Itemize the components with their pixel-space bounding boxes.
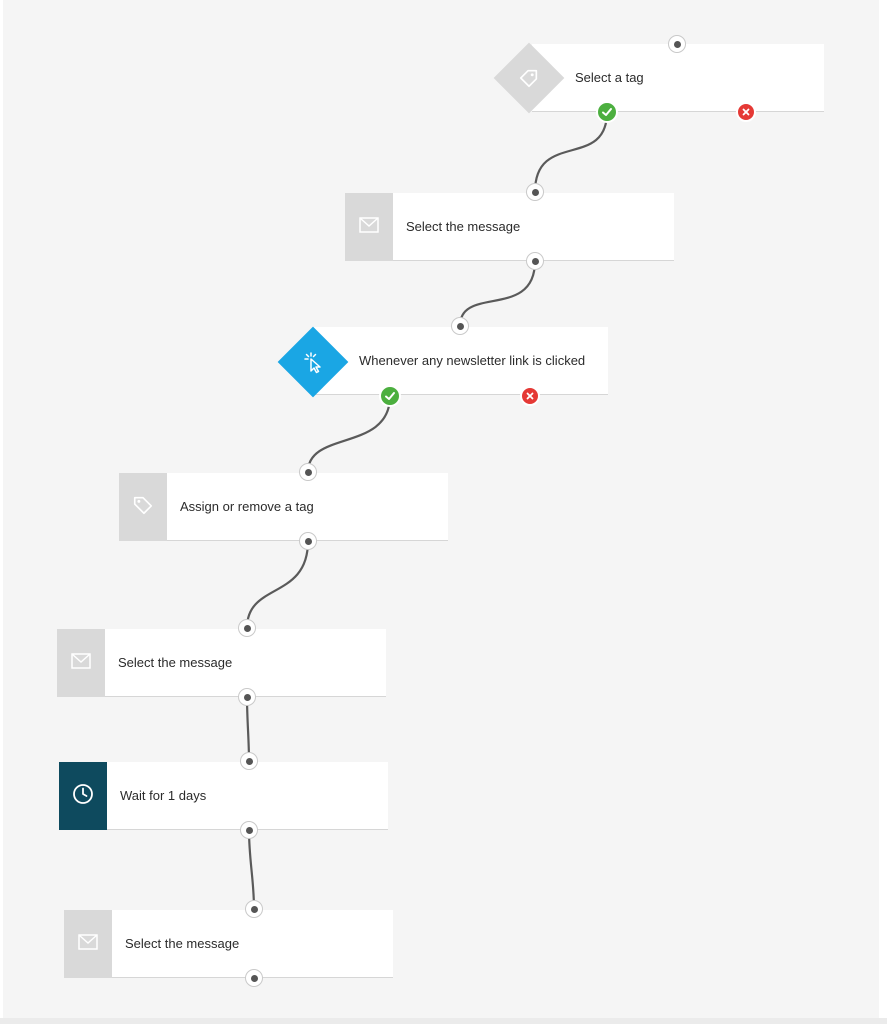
connector-4 [245, 540, 310, 629]
step-link-clicked[interactable]: Whenever any newsletter link is clicked [313, 327, 608, 395]
input-port[interactable] [245, 900, 263, 918]
step-select-tag[interactable]: Select a tag [532, 44, 824, 112]
output-port[interactable] [238, 688, 256, 706]
input-port[interactable] [668, 35, 686, 53]
no-branch-close-icon[interactable] [736, 102, 756, 122]
cursor-click-icon [301, 350, 325, 374]
step-icon-box [57, 629, 105, 697]
yes-branch-check-icon[interactable] [379, 385, 401, 407]
input-port[interactable] [238, 619, 256, 637]
frame-right-edge [879, 0, 887, 1024]
yes-branch-check-icon[interactable] [596, 101, 618, 123]
step-assign-tag[interactable]: Assign or remove a tag [119, 473, 448, 541]
connector-6 [247, 829, 256, 910]
connector-2 [458, 260, 537, 327]
tag-icon [518, 67, 540, 89]
step-link-clicked-badge [277, 326, 349, 398]
no-branch-close-icon[interactable] [520, 386, 540, 406]
step-label: Wait for 1 days [120, 788, 207, 803]
clock-icon [72, 783, 94, 810]
output-port[interactable] [526, 252, 544, 270]
frame-bottom-edge [0, 1018, 887, 1024]
step-label: Select the message [125, 936, 240, 951]
envelope-icon [71, 652, 91, 674]
input-port[interactable] [299, 463, 317, 481]
connector-1 [533, 111, 609, 193]
frame-left-edge [0, 0, 3, 1024]
step-wait[interactable]: Wait for 1 days [59, 762, 388, 830]
step-label: Select the message [406, 219, 521, 234]
tag-icon [132, 494, 154, 521]
step-label: Assign or remove a tag [180, 499, 314, 514]
step-label: Whenever any newsletter link is clicked [359, 353, 586, 368]
step-select-message[interactable]: Select the message [345, 193, 674, 261]
step-icon-box [119, 473, 167, 541]
step-select-message[interactable]: Select the message [57, 629, 386, 697]
connector-3 [306, 395, 392, 473]
output-port[interactable] [299, 532, 317, 550]
input-port[interactable] [526, 183, 544, 201]
step-select-message[interactable]: Select the message [64, 910, 393, 978]
step-icon-box [59, 762, 107, 830]
output-port[interactable] [245, 969, 263, 987]
step-icon-box [64, 910, 112, 978]
input-port[interactable] [451, 317, 469, 335]
input-port[interactable] [240, 752, 258, 770]
step-select-tag-badge [493, 42, 565, 114]
step-icon-box [345, 193, 393, 261]
step-label: Select a tag [575, 70, 644, 85]
envelope-icon [359, 216, 379, 238]
output-port[interactable] [240, 821, 258, 839]
step-label: Select the message [118, 655, 233, 670]
envelope-icon [78, 933, 98, 955]
